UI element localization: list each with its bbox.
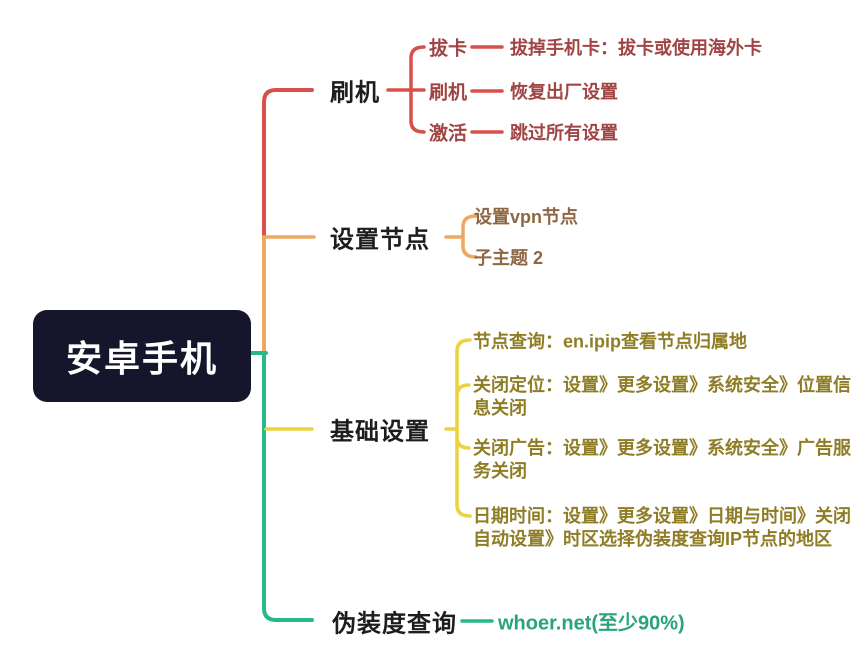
red-leaf-dashes bbox=[470, 45, 504, 134]
root-node[interactable]: 安卓手机 bbox=[33, 310, 251, 402]
trunk-green-line bbox=[249, 351, 314, 622]
leaf-disable-location[interactable]: 关闭定位：设置》更多设置》系统安全》位置信息关闭 bbox=[473, 375, 851, 418]
leaf-node-lookup[interactable]: 节点查询：en.ipip查看节点归属地 bbox=[473, 331, 747, 352]
subtopic-pull-sim[interactable]: 拔卡 bbox=[429, 38, 468, 60]
topic-disguise-check[interactable]: 伪装度查询 bbox=[332, 610, 457, 638]
leaf-skip-setup[interactable]: 跳过所有设置 bbox=[510, 123, 618, 143]
topic-basic-settings[interactable]: 基础设置 bbox=[330, 418, 430, 446]
leaf-factory-reset[interactable]: 恢复出厂设置 bbox=[510, 82, 618, 102]
topic-set-node[interactable]: 设置节点 bbox=[330, 226, 430, 254]
leaf-whoer-net[interactable]: whoer.net(至少90%) bbox=[498, 612, 685, 635]
leaf-disable-ads[interactable]: 关闭广告：设置》更多设置》系统安全》广告服务关闭 bbox=[473, 438, 851, 481]
leaf-vpn-node[interactable]: 设置vpn节点 bbox=[474, 207, 579, 227]
trunk-red-line bbox=[262, 88, 314, 239]
orange-branch-line bbox=[264, 214, 478, 259]
yellow-bracket-line bbox=[455, 338, 472, 518]
subtopic-activate[interactable]: 激活 bbox=[429, 123, 468, 145]
leaf-pull-sim-note[interactable]: 拔掉手机卡：拔卡或使用海外卡 bbox=[510, 38, 762, 58]
red-bracket-line bbox=[386, 45, 426, 134]
leaf-date-time[interactable]: 日期时间：设置》更多设置》日期与时间》关闭自动设置》时区选择伪装度查询IP节点的… bbox=[473, 506, 851, 549]
topic-flash-phone[interactable]: 刷机 bbox=[330, 79, 380, 107]
subtopic-flash[interactable]: 刷机 bbox=[429, 82, 468, 104]
leaf-subtopic-2[interactable]: 子主题 2 bbox=[474, 248, 544, 268]
root-node-label: 安卓手机 bbox=[65, 338, 218, 379]
